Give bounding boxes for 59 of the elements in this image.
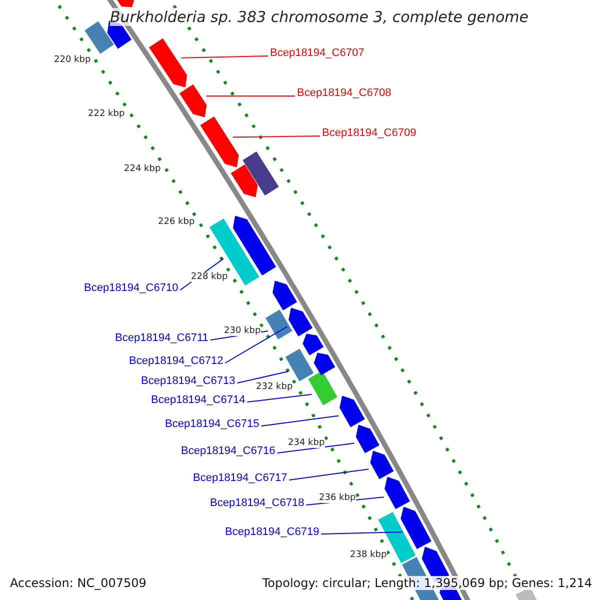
gene-label: Bcep18194_C6709 [322,127,416,139]
genome-summary-text: Topology: circular; Length: 1,395,069 bp; Genes: 1,214 [262,576,592,590]
gene-segment [266,310,292,340]
leader-line [206,96,296,97]
leader-line [236,370,289,384]
gene-segment [230,164,258,198]
gene-label: Bcep18194_C6707 [270,47,364,59]
leader-line [260,415,340,426]
gene-segment [232,216,276,276]
gene-segment [179,84,207,118]
gene-segment [210,218,260,286]
gene-segment [149,38,188,88]
gene-label: Bcep18194_C6708 [297,87,392,99]
leader-line [276,442,355,454]
gene-label: Bcep18194_C6718 [210,497,304,509]
scale-label: 236 kbp [319,493,356,503]
gene-label: Bcep18194_C6712 [129,355,224,367]
gene-segment [400,506,432,550]
scale-label: 220 kbp [54,55,91,65]
gene-segment [107,20,132,49]
gene-segment [308,370,338,406]
gene-label: Bcep18194_C6714 [151,394,246,406]
scale-label: 224 kbp [124,164,161,174]
leader-line [246,394,312,402]
gene-segment [340,396,365,428]
gene-segment [288,308,312,336]
scale-label: 238 kbp [350,550,387,560]
gene-segment [242,151,279,196]
scale-label: 222 kbp [88,109,125,119]
gene-segment [314,352,336,376]
map-title: Burkholderia sp. 383 chromosome 3, complete genome [110,8,528,26]
gene-segment [84,21,114,54]
gene-label: Bcep18194_C6713 [141,375,236,387]
leader-line [180,56,268,58]
gene-segment [114,0,135,8]
gene-label: Bcep18194_C6717 [193,472,288,484]
scale-label: 234 kbp [288,438,325,448]
scale-label: 232 kbp [256,382,293,392]
gene-label: Bcep18194_C6719 [225,526,320,538]
gene-segment [516,587,540,600]
scale-label: 228 kbp [191,272,228,282]
accession-text: Accession: NC_007509 [10,576,146,590]
scale-label: 230 kbp [224,326,261,336]
scale-label: 226 kbp [158,217,195,227]
gene-label: Bcep18194_C6716 [181,445,276,457]
gene-label: Bcep18194_C6715 [165,418,260,430]
leader-line [320,532,404,534]
gene-segment [272,280,298,310]
gene-segment [302,334,324,356]
gene-label: Bcep18194_C6711 [115,332,208,344]
leader-line [232,136,320,138]
gene-segment [356,424,380,454]
gene-segment [200,116,239,168]
leader-line [288,468,370,480]
gene-segment [285,348,314,382]
gene-segment [370,450,394,480]
gene-label: Bcep18194_C6710 [84,282,178,294]
leader-line [224,326,288,364]
gene-segment [384,476,410,510]
